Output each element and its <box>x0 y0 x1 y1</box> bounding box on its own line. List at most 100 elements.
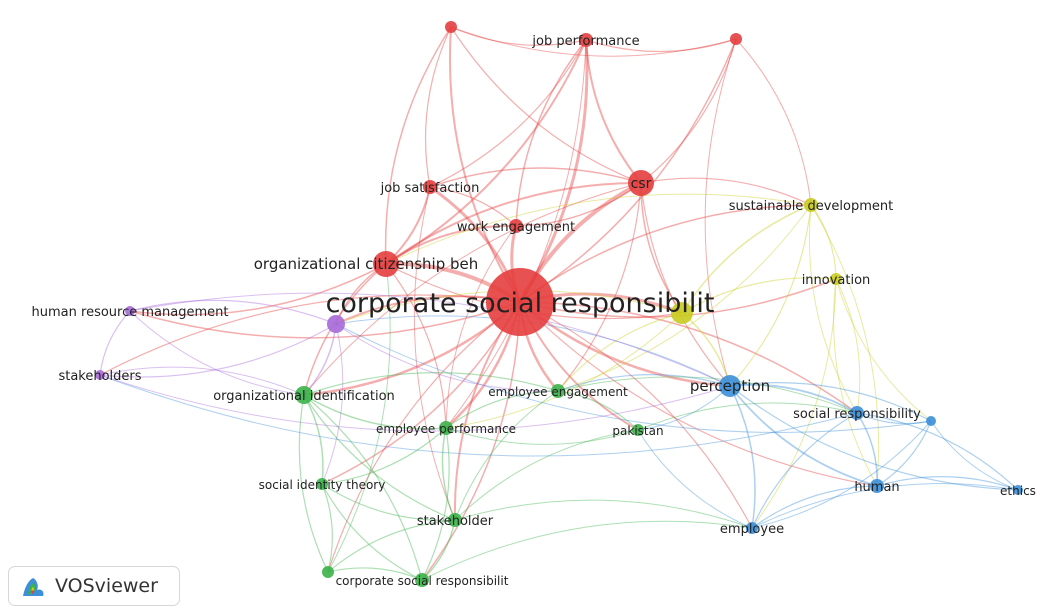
node-yellow-unlabeled[interactable] <box>671 302 693 324</box>
link-organizational-identification-green-unlabeled <box>298 394 329 573</box>
label-csr[interactable]: csr <box>631 176 652 192</box>
node-pakistan[interactable] <box>632 424 644 436</box>
link-organizational-identification-social-identity-theory <box>303 394 324 485</box>
node-blue-unlabeled[interactable] <box>926 416 936 426</box>
link-job-performance-employee-performance <box>445 39 587 429</box>
link-social-identity-theory-corporate-social-responsibility-2 <box>321 483 423 581</box>
link-human-resource-management-perception <box>129 292 731 387</box>
link-social-responsibility-human <box>856 412 878 487</box>
label-corporate-social-responsibility-2[interactable]: corporate social responsibilit <box>336 574 509 588</box>
node-organizational-citizenship[interactable] <box>373 251 399 277</box>
node-stakeholders[interactable] <box>95 370 105 380</box>
label-work-engagement[interactable]: work engagement <box>457 220 575 235</box>
link-corporate-social-responsibility-2-employee <box>421 520 753 581</box>
node-human-resource-management[interactable] <box>125 306 135 316</box>
label-ethics[interactable]: ethics <box>1000 484 1036 498</box>
node-stakeholder[interactable] <box>448 513 462 527</box>
label-stakeholders[interactable]: stakeholders <box>58 369 141 384</box>
link-innovation-blue-unlabeled <box>835 278 932 422</box>
link-organizational-identification-employee-performance <box>303 394 447 430</box>
link-corporate-social-responsibility-2-green-unlabeled <box>327 567 423 581</box>
link-human-employee <box>751 485 878 529</box>
node-csr[interactable] <box>628 170 654 196</box>
link-csr-job-satisfaction <box>429 167 642 188</box>
link-csr-red-unlabeled-2 <box>640 38 737 184</box>
node-employee-engagement[interactable] <box>551 384 565 398</box>
label-human-resource-management[interactable]: human resource management <box>32 305 229 320</box>
link-csr-perception <box>640 182 731 387</box>
link-green-unlabeled-organizational-citizenship <box>327 263 391 573</box>
node-employee-performance[interactable] <box>439 421 453 435</box>
link-job-satisfaction-work-engagement <box>429 186 517 227</box>
link-perception-ethics <box>729 385 1019 491</box>
link-corporate-social-responsibility-social-identity-theory <box>321 301 521 485</box>
link-yellow-unlabeled-employee-performance <box>445 312 683 429</box>
link-employee-performance-stakeholder <box>441 427 456 521</box>
label-layer: corporate social responsibilit organizati… <box>32 34 1036 588</box>
label-employee-performance[interactable]: employee performance <box>376 422 516 436</box>
node-work-engagement[interactable] <box>509 219 523 233</box>
link-organizational-citizenship-employee-performance <box>385 263 447 429</box>
link-employee-blue-unlabeled <box>751 420 932 529</box>
label-stakeholder[interactable]: stakeholder <box>417 514 494 529</box>
node-corporate-social-responsibility[interactable] <box>486 268 554 336</box>
node-red-unlabeled-1[interactable] <box>445 21 457 33</box>
link-innovation-social-responsibility <box>835 278 861 414</box>
label-social-identity-theory[interactable]: social identity theory <box>259 478 386 492</box>
node-perception[interactable] <box>719 375 741 397</box>
label-perception[interactable]: perception <box>690 377 770 395</box>
label-job-performance[interactable]: job performance <box>531 34 639 49</box>
link-stakeholder-green-unlabeled <box>327 519 456 573</box>
link-job-satisfaction-stakeholder <box>413 186 456 521</box>
vosviewer-badge[interactable]: VOSviewer <box>8 566 180 606</box>
node-innovation[interactable] <box>830 273 842 285</box>
link-work-engagement-job-performance <box>515 39 587 227</box>
label-human[interactable]: human <box>854 480 899 495</box>
node-corporate-social-responsibility-2[interactable] <box>415 573 429 587</box>
link-social-responsibility-blue-unlabeled <box>856 412 932 425</box>
label-social-responsibility[interactable]: social responsibility <box>793 407 921 422</box>
link-human-ethics <box>876 476 1019 491</box>
link-csr-employee-engagement <box>557 182 642 392</box>
link-job-performance-red-unlabeled-2 <box>585 38 737 53</box>
node-employee[interactable] <box>746 522 758 534</box>
label-job-satisfaction[interactable]: job satisfaction <box>380 181 480 196</box>
node-job-satisfaction[interactable] <box>423 180 437 194</box>
node-human[interactable] <box>870 479 884 493</box>
label-innovation[interactable]: innovation <box>802 273 871 288</box>
label-organizational-citizenship[interactable]: organizational citizenship beh <box>254 255 479 273</box>
label-employee[interactable]: employee <box>720 522 784 537</box>
link-employee-performance-pakistan <box>445 427 639 445</box>
node-layer <box>95 21 1023 587</box>
link-purple-unlabeled-employee-engagement <box>335 323 559 392</box>
node-organizational-identification[interactable] <box>295 386 313 404</box>
label-sustainable-development[interactable]: sustainable development <box>729 199 893 214</box>
link-corporate-social-responsibility-human-resource-management <box>129 301 521 339</box>
link-perception-blue-unlabeled <box>729 382 932 422</box>
link-employee-engagement-stakeholder <box>454 390 559 521</box>
label-organizational-identification[interactable]: organizational identification <box>213 389 395 404</box>
node-job-performance[interactable] <box>579 33 593 47</box>
link-corporate-social-responsibility-job-performance <box>518 39 589 303</box>
label-pakistan[interactable]: pakistan <box>612 424 663 438</box>
node-red-unlabeled-2[interactable] <box>730 33 742 45</box>
node-social-identity-theory[interactable] <box>316 478 328 490</box>
node-sustainable-development[interactable] <box>804 198 818 212</box>
link-employee-engagement-employee-performance <box>445 390 559 429</box>
link-innovation-human <box>833 278 878 487</box>
node-social-responsibility[interactable] <box>850 406 864 420</box>
link-csr-red-unlabeled-1 <box>450 26 642 184</box>
link-human-blue-unlabeled <box>876 420 932 487</box>
link-job-satisfaction-red-unlabeled-1 <box>424 26 452 188</box>
node-ethics[interactable] <box>1013 485 1023 495</box>
link-pakistan-social-responsibility <box>637 402 858 431</box>
link-perception-pakistan <box>637 385 731 431</box>
link-organizational-citizenship-work-engagement <box>385 224 517 265</box>
link-csr-yellow-unlabeled <box>640 182 683 314</box>
link-human-resource-management-organizational-identification <box>129 310 305 396</box>
label-corporate-social-responsibility[interactable]: corporate social responsibilit <box>326 288 715 319</box>
link-organizational-citizenship-red-unlabeled-1 <box>384 26 452 265</box>
node-purple-unlabeled[interactable] <box>327 315 345 333</box>
node-green-unlabeled[interactable] <box>322 566 334 578</box>
label-employee-engagement[interactable]: employee engagement <box>488 385 628 399</box>
